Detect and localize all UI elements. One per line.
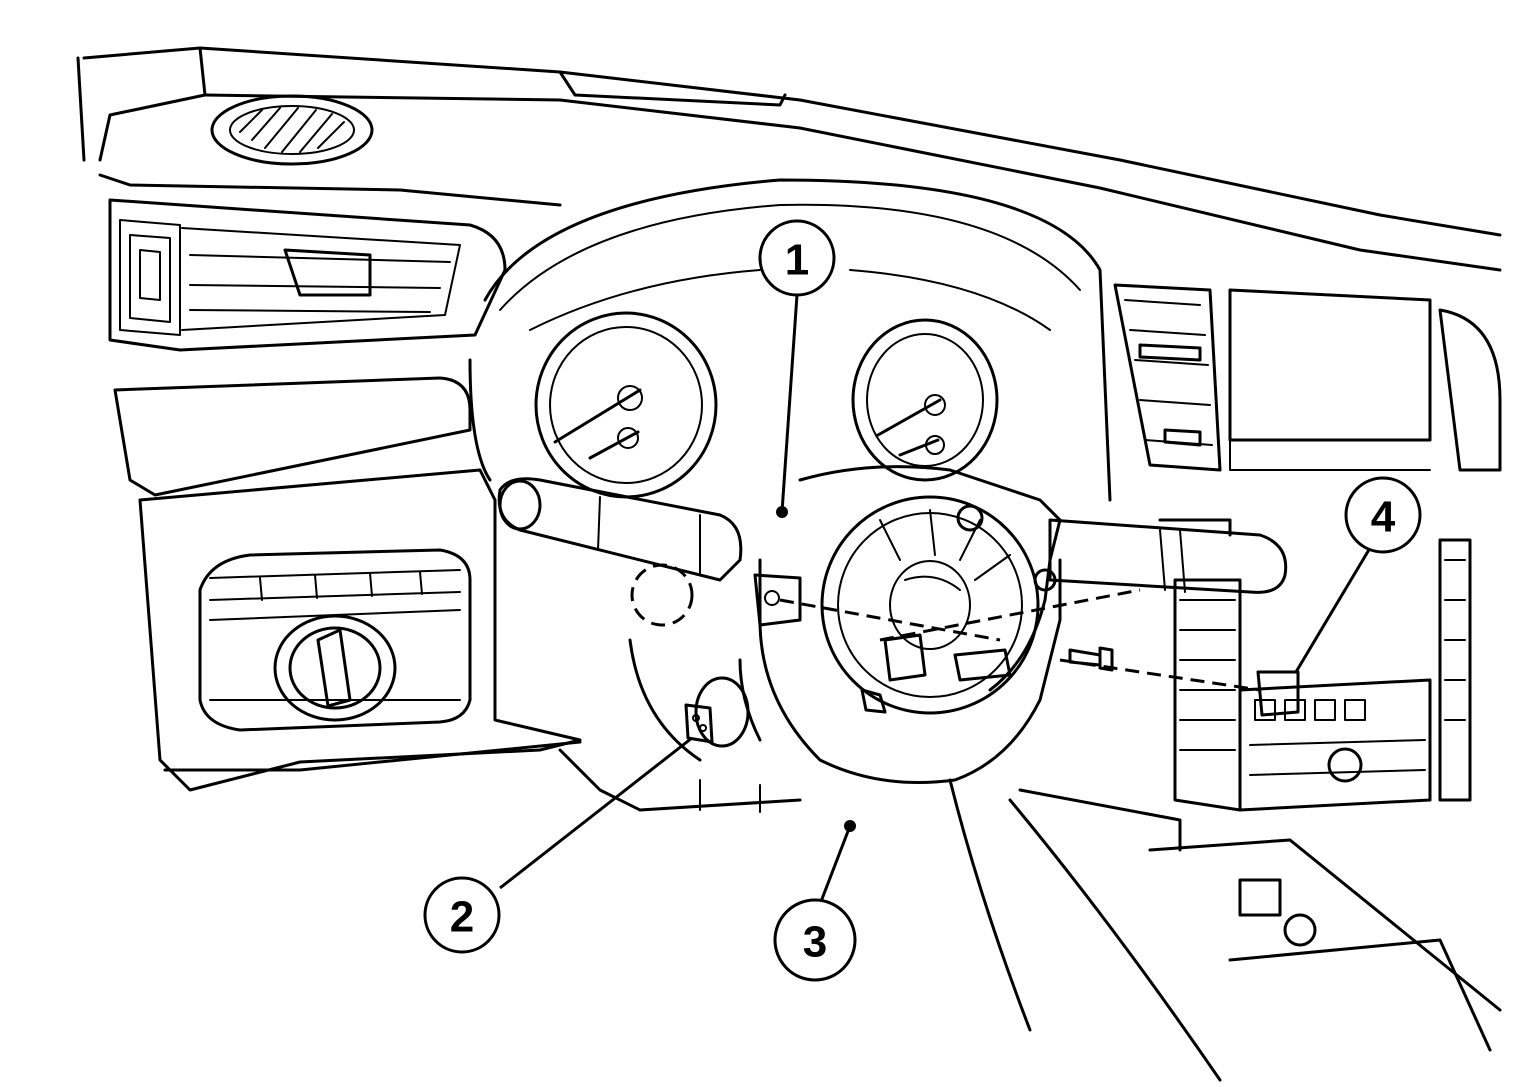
callout-leaders bbox=[500, 295, 1370, 912]
callout-3: 3 bbox=[775, 900, 855, 980]
right-combination-switch bbox=[1050, 520, 1286, 592]
lower-console bbox=[560, 750, 1220, 1080]
switch-connector bbox=[1258, 672, 1298, 715]
headlight-switch-panel bbox=[200, 550, 470, 730]
left-combination-switch bbox=[499, 479, 741, 625]
spiral-cable bbox=[800, 467, 1060, 713]
center-top-vent bbox=[212, 96, 372, 164]
callout-2: 2 bbox=[425, 878, 499, 952]
callout-1: 1 bbox=[760, 221, 834, 295]
callout-4: 4 bbox=[1346, 478, 1420, 552]
connector-icon bbox=[686, 678, 748, 746]
callout-4-label: 4 bbox=[1371, 493, 1396, 542]
instrument-cluster bbox=[470, 180, 1110, 500]
center-stack bbox=[1115, 285, 1500, 1050]
bolt-icon bbox=[1070, 648, 1112, 670]
dashboard-upper-panel bbox=[78, 48, 1500, 270]
callout-2-label: 2 bbox=[450, 893, 474, 942]
assembly-lines bbox=[780, 590, 1260, 690]
callout-3-label: 3 bbox=[803, 918, 827, 967]
left-side-vent bbox=[110, 200, 505, 350]
left-lower-panel bbox=[115, 378, 580, 790]
callout-1-label: 1 bbox=[785, 236, 809, 285]
